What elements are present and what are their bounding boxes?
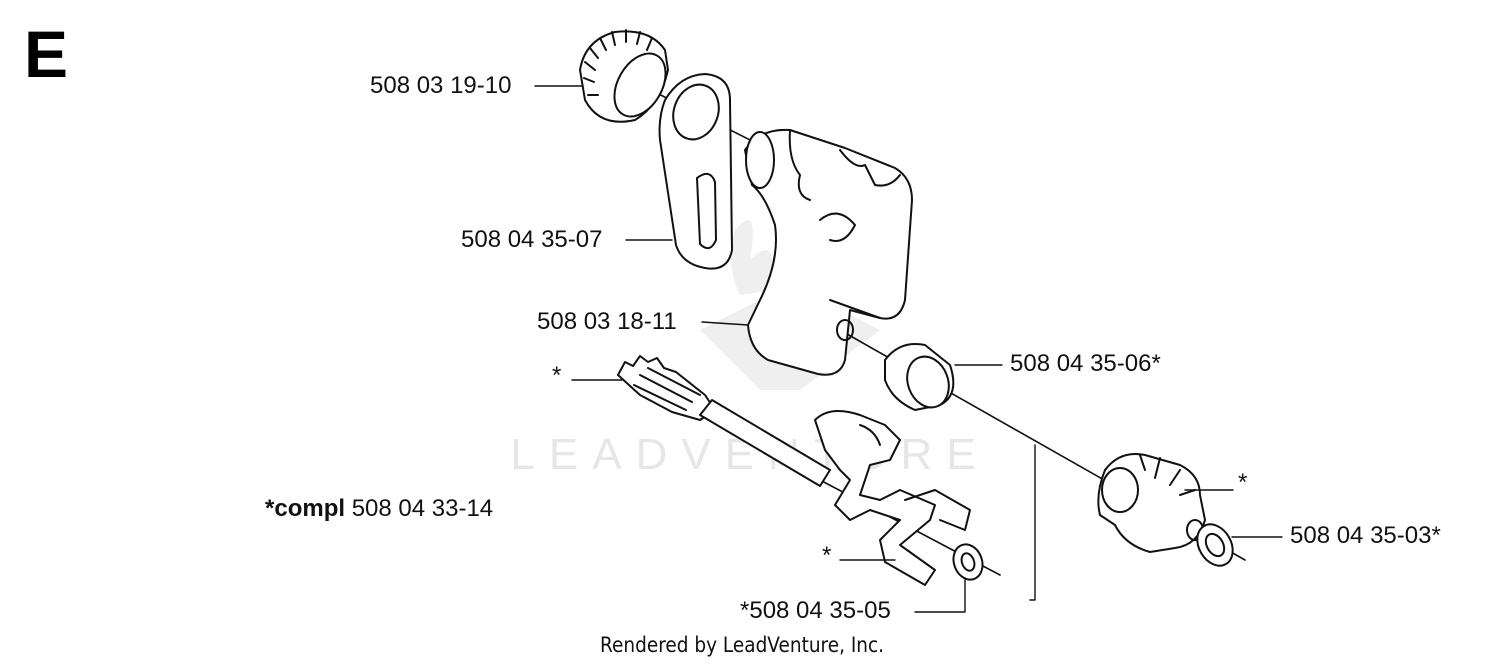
right-washer-part [1196, 523, 1234, 567]
small-washer-part [952, 543, 984, 581]
bushing-part [884, 343, 955, 411]
label-bushing: 508 04 35-06* [1010, 350, 1161, 377]
label-complete-number: 508 04 33-14 [351, 495, 494, 522]
label-right-washer: 508 04 35-03* [1290, 522, 1441, 549]
knob-part [579, 29, 669, 123]
label-small-washer: *508 04 35-05 [740, 597, 891, 624]
label-spline-asterisk: * [552, 362, 562, 389]
leader-small-washer [914, 579, 966, 613]
section-letter: E [24, 17, 69, 91]
leader-bracket [1029, 444, 1036, 601]
leader-housing [701, 321, 749, 326]
label-knob: 508 03 19-10 [370, 72, 512, 99]
footer-credit: Rendered by LeadVenture, Inc. [600, 633, 885, 657]
label-housing: 508 03 18-11 [537, 308, 677, 335]
label-worm-asterisk: * [1238, 469, 1248, 496]
worm-gear-part [1097, 453, 1206, 553]
adjuster-plate-part [658, 73, 733, 270]
housing-part [744, 128, 913, 376]
lever-part [814, 410, 971, 586]
label-complete-prefix: *compl [265, 495, 346, 522]
label-lever-asterisk: * [822, 542, 832, 569]
label-adjuster-plate: 508 04 35-07 [461, 226, 603, 253]
spline-shaft-part [617, 355, 831, 487]
label-complete-assembly: *compl 508 04 33-14 [265, 495, 493, 523]
